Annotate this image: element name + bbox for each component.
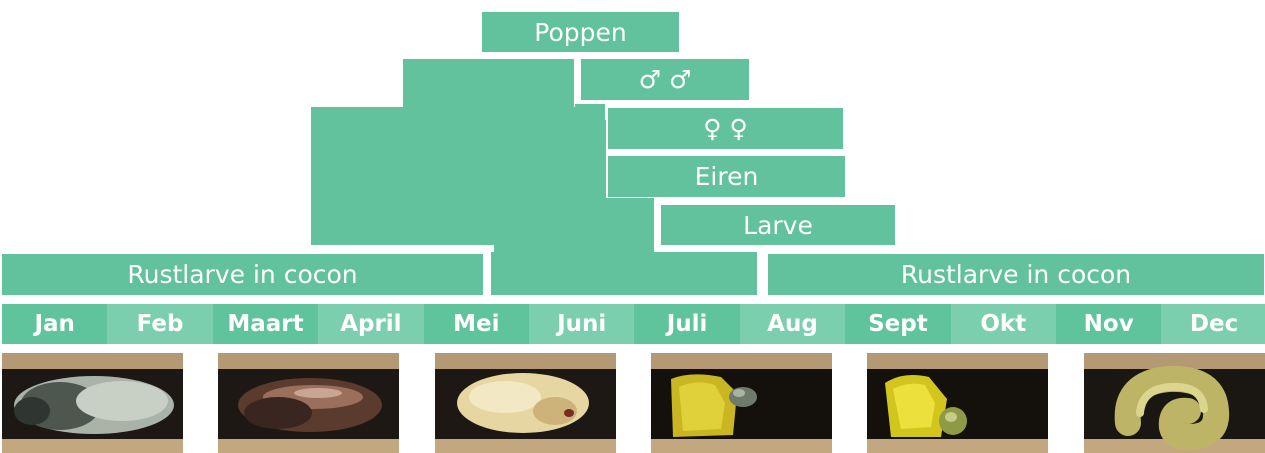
- month-jan: Jan: [2, 304, 108, 344]
- adult-block-stair1: [575, 104, 605, 124]
- month-juni: Juni: [529, 304, 635, 344]
- adult-block-stair3: [604, 198, 654, 258]
- adult-block-middle: [311, 107, 601, 245]
- adult-block-bottom: [491, 252, 757, 295]
- month-dec: Dec: [1161, 304, 1265, 344]
- month-okt: Okt: [950, 304, 1056, 344]
- adult-block-stair2: [598, 120, 606, 255]
- rustlarve-right-bar: Rustlarve in cocon: [768, 254, 1264, 295]
- month-maart: Maart: [212, 304, 319, 344]
- females-bar: ♀ ♀: [608, 108, 843, 149]
- pupa-cream-photo: [435, 353, 616, 453]
- month-juli: Juli: [634, 304, 740, 344]
- month-mei: Mei: [423, 304, 529, 344]
- month-april: April: [318, 304, 424, 344]
- cocoon-silver-photo: [2, 353, 183, 453]
- month-nov: Nov: [1056, 304, 1162, 344]
- cocoon-brown-photo: [218, 353, 399, 453]
- larve-bar: Larve: [661, 205, 895, 245]
- poppen-bar: Poppen: [482, 12, 679, 52]
- egg-pollen-photo: [651, 353, 832, 453]
- eiren-bar: Eiren: [608, 156, 845, 197]
- rustlarve-left-bar: Rustlarve in cocon: [2, 254, 483, 295]
- curled-larva-photo: [1084, 353, 1265, 453]
- month-feb: Feb: [107, 304, 213, 344]
- adult-block-top: [403, 59, 574, 109]
- month-aug: Aug: [739, 304, 846, 344]
- males-bar: ♂ ♂: [581, 59, 749, 100]
- month-sept: Sept: [845, 304, 951, 344]
- larva-pollen-photo: [867, 353, 1048, 453]
